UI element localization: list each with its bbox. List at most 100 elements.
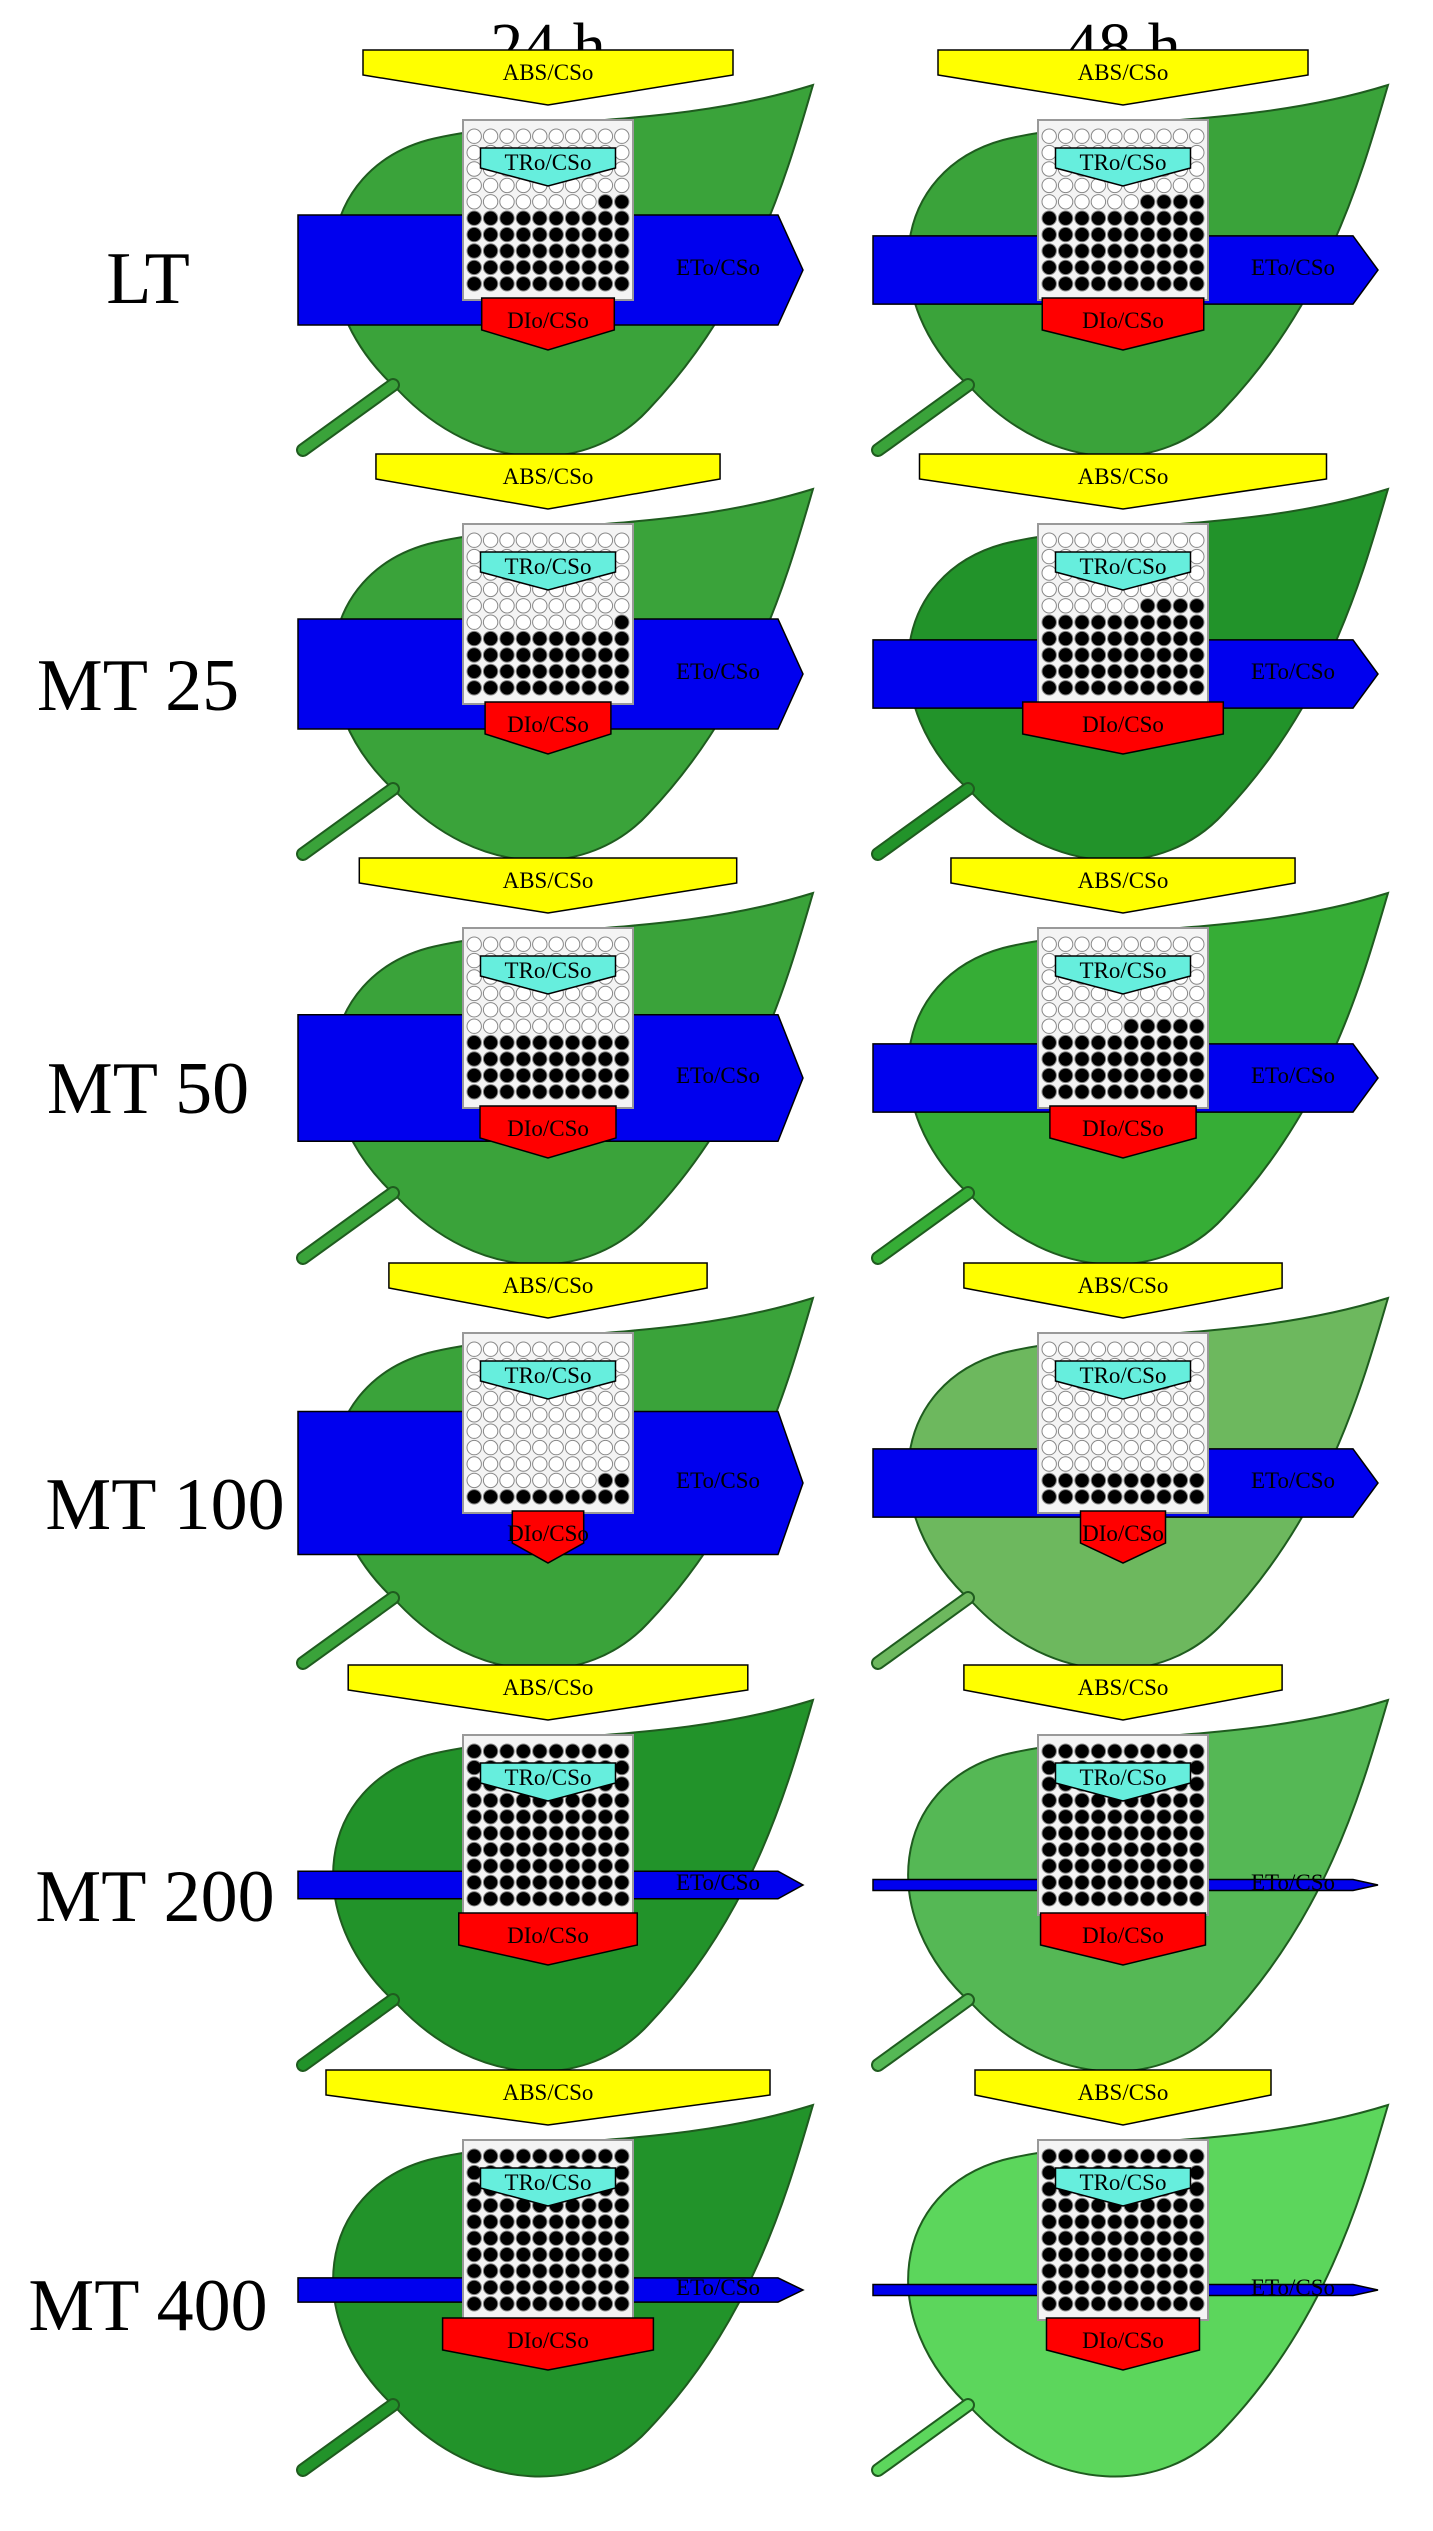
open-reaction-centre (1041, 1390, 1057, 1407)
open-reaction-centre (1090, 1407, 1107, 1423)
closed-reaction-centre (1189, 2263, 1205, 2279)
closed-reaction-centre (482, 663, 499, 680)
closed-reaction-centre (1074, 226, 1090, 243)
closed-reaction-centre (597, 630, 614, 647)
closed-reaction-centre (515, 1489, 532, 1505)
closed-reaction-centre (499, 1489, 515, 1505)
closed-reaction-centre (614, 1743, 630, 1759)
closed-reaction-centre (532, 1874, 548, 1891)
closed-reaction-centre (1139, 210, 1156, 226)
open-reaction-centre (581, 194, 597, 210)
open-reaction-centre (597, 1390, 614, 1407)
closed-reaction-centre (1090, 2279, 1107, 2296)
closed-reaction-centre (1107, 2279, 1123, 2296)
open-reaction-centre (1172, 1390, 1189, 1407)
open-reaction-centre (1172, 1439, 1189, 1456)
closed-reaction-centre (1041, 243, 1057, 259)
abs-cso-arrow (937, 49, 1309, 106)
open-reaction-centre (1107, 1341, 1123, 1357)
open-reaction-centre (1074, 985, 1090, 1002)
closed-reaction-centre (466, 2164, 482, 2181)
closed-reaction-centre (515, 276, 532, 292)
closed-reaction-centre (581, 276, 597, 292)
closed-reaction-centre (548, 1489, 564, 1505)
closed-reaction-centre (1156, 194, 1172, 210)
closed-reaction-centre (1041, 614, 1057, 630)
open-reaction-centre (466, 1357, 482, 1374)
closed-reaction-centre (581, 1825, 597, 1841)
closed-reaction-centre (1074, 647, 1090, 663)
closed-reaction-centre (581, 2246, 597, 2263)
closed-reaction-centre (1189, 647, 1205, 663)
closed-reaction-centre (515, 2230, 532, 2246)
closed-reaction-centre (482, 1489, 499, 1505)
closed-reaction-centre (1172, 2148, 1189, 2164)
closed-reaction-centre (1172, 2263, 1189, 2279)
closed-reaction-centre (1123, 1472, 1139, 1489)
open-reaction-centre (466, 1439, 482, 1456)
open-reaction-centre (581, 598, 597, 614)
closed-reaction-centre (1139, 2230, 1156, 2246)
open-reaction-centre (581, 1439, 597, 1456)
dio-cso-label: DIo/CSo (1082, 1923, 1164, 1948)
closed-reaction-centre (614, 2296, 630, 2312)
closed-reaction-centre (1156, 1743, 1172, 1759)
open-reaction-centre (499, 581, 515, 598)
abs-cso-label: ABS/CSo (1078, 464, 1169, 489)
closed-reaction-centre (548, 647, 564, 663)
closed-reaction-centre (614, 630, 630, 647)
tro-cso-arrow (1054, 1762, 1192, 1802)
open-reaction-centre (1074, 1018, 1090, 1034)
closed-reaction-centre (1123, 276, 1139, 292)
closed-reaction-centre (614, 2164, 630, 2181)
closed-reaction-centre (482, 2148, 499, 2164)
closed-reaction-centre (1172, 1067, 1189, 1084)
closed-reaction-centre (1156, 2148, 1172, 2164)
closed-reaction-centre (614, 680, 630, 696)
closed-reaction-centre (614, 2230, 630, 2246)
open-reaction-centre (1156, 532, 1172, 548)
closed-reaction-centre (614, 2197, 630, 2214)
closed-reaction-centre (597, 1858, 614, 1874)
open-reaction-centre (1074, 581, 1090, 598)
closed-reaction-centre (1139, 2296, 1156, 2312)
open-reaction-centre (614, 1439, 630, 1456)
closed-reaction-centre (1156, 2263, 1172, 2279)
open-reaction-centre (1057, 532, 1074, 548)
open-reaction-centre (515, 598, 532, 614)
closed-reaction-centre (1107, 1825, 1123, 1841)
closed-reaction-centre (564, 1809, 581, 1825)
closed-reaction-centre (499, 1809, 515, 1825)
closed-reaction-centre (564, 259, 581, 276)
closed-reaction-centre (1189, 2246, 1205, 2263)
closed-reaction-centre (1041, 2246, 1057, 2263)
open-reaction-centre (1139, 936, 1156, 952)
open-reaction-centre (1107, 532, 1123, 548)
closed-reaction-centre (499, 630, 515, 647)
open-reaction-centre (1107, 1407, 1123, 1423)
closed-reaction-centre (532, 1858, 548, 1874)
closed-reaction-centre (515, 1067, 532, 1084)
open-reaction-centre (597, 936, 614, 952)
closed-reaction-centre (499, 2214, 515, 2230)
closed-reaction-centre (482, 1841, 499, 1858)
closed-reaction-centre (532, 1489, 548, 1505)
eto-cso-label: ETo/CSo (676, 1870, 760, 1895)
closed-reaction-centre (1041, 1067, 1057, 1084)
tro-cso-arrow (479, 2167, 617, 2207)
open-reaction-centre (1139, 1423, 1156, 1439)
closed-reaction-centre (466, 1489, 482, 1505)
closed-reaction-centre (597, 680, 614, 696)
closed-reaction-centre (1139, 243, 1156, 259)
open-reaction-centre (1139, 1407, 1156, 1423)
open-reaction-centre (499, 1341, 515, 1357)
closed-reaction-centre (1123, 1067, 1139, 1084)
closed-reaction-centre (1156, 1792, 1172, 1809)
closed-reaction-centre (1074, 1743, 1090, 1759)
closed-reaction-centre (1107, 259, 1123, 276)
closed-reaction-centre (532, 680, 548, 696)
closed-reaction-centre (1041, 1825, 1057, 1841)
